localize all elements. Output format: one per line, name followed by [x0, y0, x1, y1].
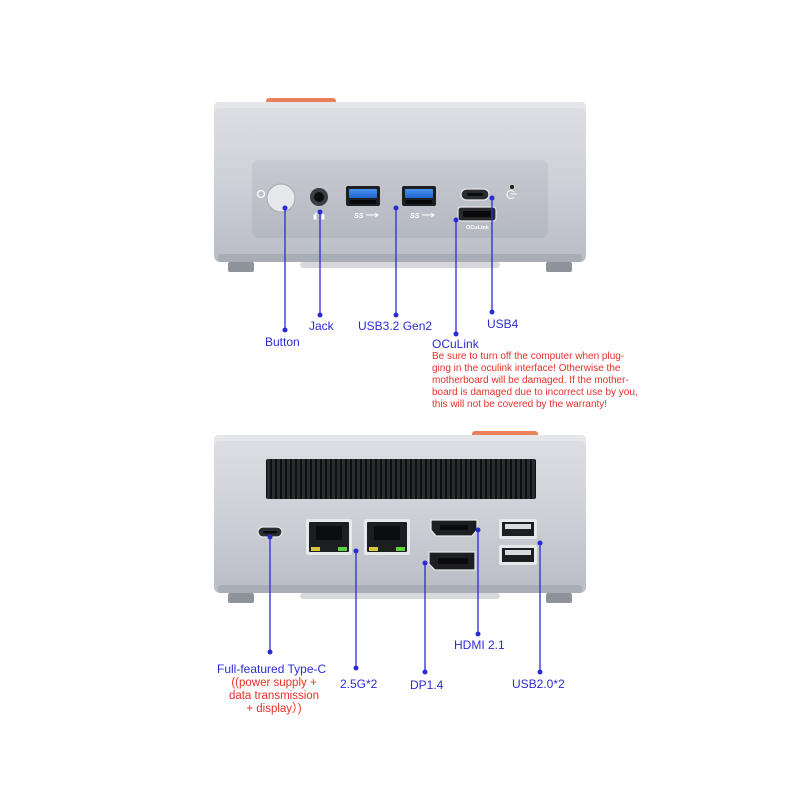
front-base-shadow	[300, 262, 500, 268]
leader-dot-oculink	[453, 217, 459, 223]
leader-dot-typec	[267, 534, 273, 540]
displayport-port	[428, 551, 476, 571]
hdmi-port	[430, 519, 478, 537]
usb-ss-icon: SS	[354, 212, 379, 220]
label-lan-25g: 2.5G*2	[340, 677, 378, 691]
rear-foot-right	[546, 593, 572, 603]
rear-vent-grille	[266, 459, 536, 499]
label-usb20: USB2.0*2	[512, 677, 565, 691]
lan-led-yellow-2	[369, 547, 378, 551]
leader-dot-usb32	[393, 205, 399, 211]
label-full-featured-typec: Full-featured Type-C	[217, 662, 327, 676]
thunderbolt-icon	[506, 190, 517, 199]
leader-dot-typec-end	[267, 649, 273, 655]
front-bottom-edge	[218, 254, 582, 262]
label-dp14: DP1.4	[410, 678, 444, 692]
front-leader-lines	[284, 198, 493, 334]
front-leader-dots	[282, 195, 495, 337]
usb32-port-1	[346, 186, 380, 206]
leader-dot-usb4	[489, 195, 495, 201]
typec-note-line-3: + display）)	[246, 703, 302, 715]
oculink-port	[457, 206, 497, 222]
power-button[interactable]	[266, 183, 296, 213]
oculink-warning: Be sure to turn off the computer when pl…	[432, 351, 638, 411]
label-usb32-gen2: USB3.2 Gen2	[358, 319, 433, 333]
label-oculink: OCuLink	[432, 337, 479, 351]
rear-leader-dots	[267, 527, 543, 675]
label-jack: Jack	[309, 319, 334, 333]
usb4-indicator-dot	[510, 185, 514, 189]
warning-line-3: motherboard will be damaged. If the moth…	[432, 375, 629, 386]
leader-dot-dp-end	[422, 669, 428, 675]
usb-ss-icon: SS	[410, 212, 435, 220]
typec-note-line-1: ((power supply +	[231, 677, 317, 689]
leader-dot-hdmi-end	[475, 631, 481, 637]
front-device: SS SS OCuLink	[214, 98, 586, 272]
leader-dot-usb20-end	[537, 669, 543, 675]
oculink-port-marking: OCuLink	[466, 225, 490, 231]
typec-note: ((power supply + data transmission + dis…	[212, 677, 336, 716]
warning-line-4: board is damaged due to incorrect use by…	[432, 387, 638, 398]
leader-dot-usb32-end	[393, 312, 399, 318]
typec-note-line-2: data transmission	[228, 690, 320, 702]
front-io-panel	[252, 160, 548, 238]
label-usb4: USB4	[487, 317, 519, 331]
usb-ss-mark-2: SS	[410, 213, 420, 220]
rear-leader-lines	[269, 530, 541, 672]
front-foot-right	[546, 262, 572, 272]
audio-jack-hole	[314, 192, 324, 202]
rear-foot-left	[228, 593, 254, 603]
leader-dot-dp	[422, 560, 428, 566]
warning-line-2: ging in the oculink interface! Otherwise…	[432, 363, 621, 374]
lan-led-yellow-1	[311, 547, 320, 551]
leader-dot-button	[282, 205, 288, 211]
lan-port-1	[306, 519, 352, 555]
usb-ss-mark-1: SS	[354, 213, 364, 220]
label-hdmi21: HDMI 2.1	[454, 638, 505, 652]
front-foot-left	[228, 262, 254, 272]
leader-dot-hdmi	[475, 527, 481, 533]
lan-port-2	[364, 519, 410, 555]
warning-line-5: this will not be covered by the warranty…	[432, 399, 608, 410]
leader-dot-usb4-end	[489, 309, 495, 315]
leader-dot-jack-end	[317, 312, 323, 318]
warning-line-1: Be sure to turn off the computer when pl…	[432, 351, 625, 362]
led-indicator	[256, 189, 266, 199]
rear-device	[214, 431, 586, 603]
lan-led-green-1	[338, 547, 347, 551]
leader-dot-button-end	[282, 327, 288, 333]
usb4-port	[460, 188, 490, 201]
usb32-port-2	[402, 186, 436, 206]
usb20-port-2	[499, 545, 537, 565]
leader-dot-jack	[317, 209, 323, 215]
leader-dot-usb20	[537, 540, 543, 546]
usb20-port-1	[499, 519, 537, 539]
rear-base-shadow	[300, 593, 500, 599]
leader-dot-lan	[353, 548, 359, 554]
leader-dot-oculink-end	[453, 331, 459, 337]
leader-dot-lan-end	[353, 665, 359, 671]
rear-bottom-edge	[218, 585, 582, 593]
label-button: Button	[265, 335, 300, 349]
lan-led-green-2	[396, 547, 405, 551]
